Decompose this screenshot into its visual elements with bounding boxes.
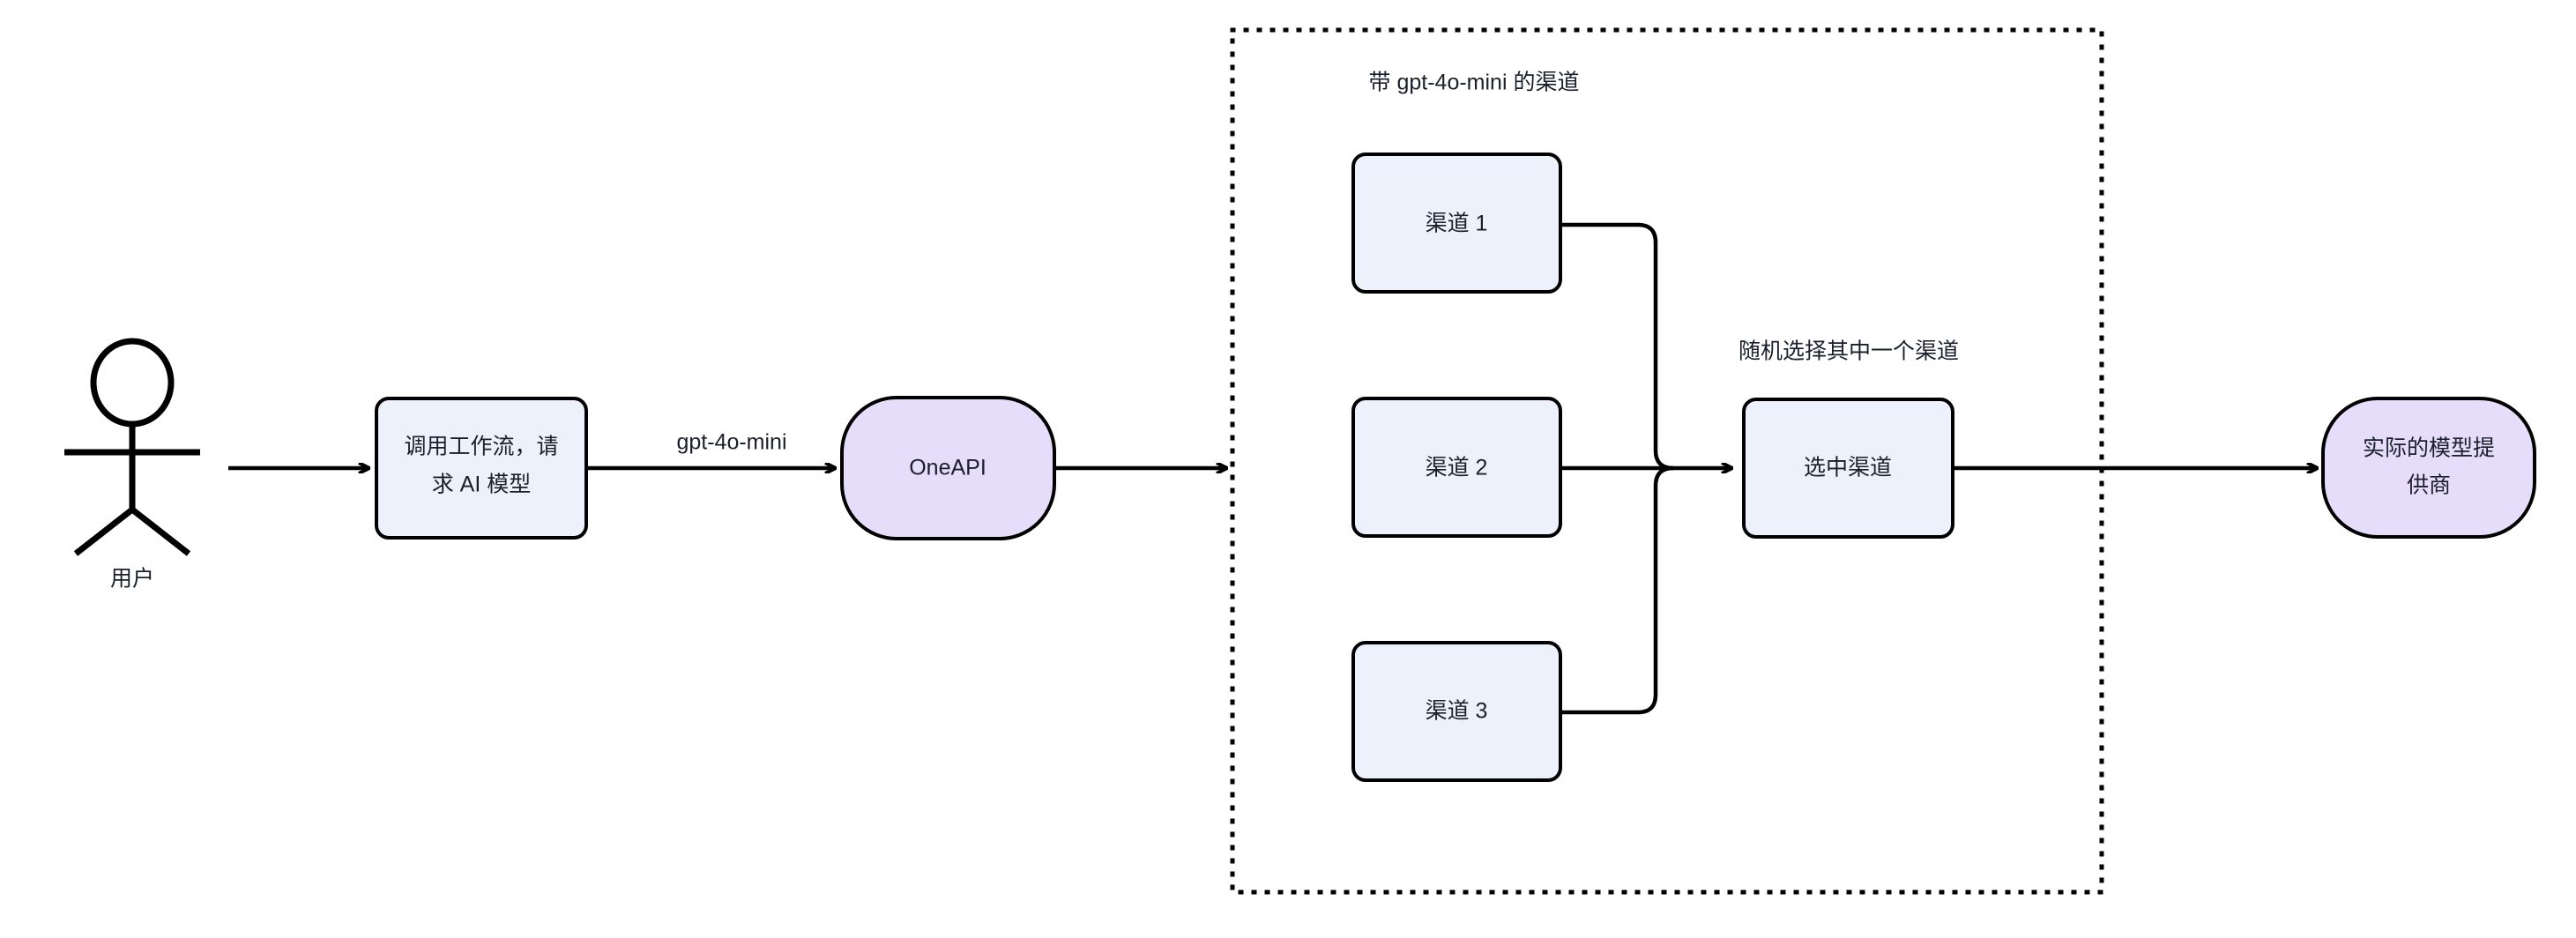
- channel-group-container: 带 gpt-4o-mini 的渠道: [1230, 27, 2104, 895]
- node-channel3[interactable]: 渠道 3: [1351, 641, 1562, 782]
- node-provider-shape: [2321, 397, 2536, 539]
- node-oneapi-label: OneAPI: [909, 456, 986, 480]
- node-workflow-label-line1: 调用工作流，请: [404, 435, 558, 459]
- actor-head-icon: [90, 338, 175, 428]
- node-workflow-label-line2: 求 AI 模型: [432, 473, 532, 497]
- node-provider-label-line2: 供商: [2407, 473, 2451, 498]
- random-pick-note: 随机选择其中一个渠道: [1738, 339, 1959, 364]
- node-channel3-label: 渠道 3: [1426, 699, 1488, 724]
- edge-channel1-to-selected-line: [1560, 222, 1674, 471]
- node-workflow[interactable]: 调用工作流，请 求 AI 模型: [375, 397, 588, 540]
- node-oneapi[interactable]: OneAPI: [840, 396, 1056, 540]
- node-channel2-label: 渠道 2: [1426, 456, 1488, 480]
- edge-workflow-to-oneapi-label: gpt-4o-mini: [676, 430, 786, 455]
- node-workflow-box: [375, 397, 588, 540]
- node-provider-label-line1: 实际的模型提: [2363, 436, 2495, 461]
- actor-legs-icon: [73, 507, 191, 556]
- node-selected-channel[interactable]: 选中渠道: [1742, 398, 1954, 539]
- edge-channel1-to-selected: [1560, 222, 1674, 471]
- edge-channel3-to-selected: [1560, 465, 1674, 715]
- node-selected-channel-label: 选中渠道: [1804, 456, 1892, 480]
- actor-label: 用户: [110, 567, 154, 592]
- edge-channel3-to-selected-line: [1560, 465, 1674, 715]
- node-provider[interactable]: 实际的模型提 供商: [2321, 397, 2536, 539]
- node-channel1-label: 渠道 1: [1426, 212, 1488, 236]
- channel-group-border: [1230, 27, 2104, 895]
- user-actor[interactable]: 用户: [64, 338, 200, 592]
- channel-group-label: 带 gpt-4o-mini 的渠道: [1369, 71, 1580, 95]
- node-channel1[interactable]: 渠道 1: [1351, 153, 1562, 294]
- node-channel2[interactable]: 渠道 2: [1351, 397, 1562, 538]
- edge-workflow-to-oneapi: gpt-4o-mini: [586, 430, 836, 468]
